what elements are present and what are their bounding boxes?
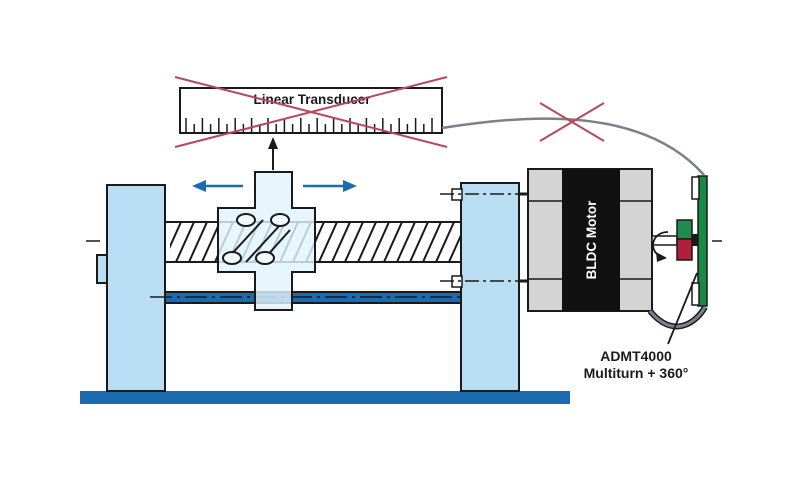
sensor-pcb xyxy=(691,175,708,307)
ball-screw xyxy=(164,221,466,263)
screw-thread xyxy=(383,222,403,262)
screw-thread xyxy=(435,222,455,262)
screw-thread xyxy=(396,222,416,262)
arrow-right-icon xyxy=(303,180,357,192)
transducer-cable xyxy=(441,117,705,176)
screw-thread xyxy=(448,235,460,262)
transducer-label: Linear Transducer xyxy=(253,92,371,107)
screw-thread xyxy=(422,222,442,262)
sensor-label-line2: Multiturn + 360° xyxy=(584,365,689,381)
rotation-arrow-icon xyxy=(652,231,669,262)
screw-thread xyxy=(175,222,195,262)
guide-rail xyxy=(164,291,463,304)
screw-thread xyxy=(170,222,182,249)
arrow-left-icon xyxy=(192,180,243,192)
left-support xyxy=(106,184,166,392)
linear-transducer: Linear Transducer xyxy=(179,87,443,134)
motor-label: BLDC Motor xyxy=(584,200,599,279)
base-plate xyxy=(80,391,570,404)
screw-thread xyxy=(318,222,338,262)
screw-thread xyxy=(188,222,208,262)
magnet xyxy=(676,219,699,261)
ball-nut xyxy=(222,213,291,265)
bldc-motor: BLDC Motor xyxy=(527,168,653,312)
cable-x-cross-icon xyxy=(539,102,605,142)
x-cross-icon xyxy=(174,76,448,148)
right-support xyxy=(460,182,520,392)
screw-thread xyxy=(331,222,351,262)
screw-thread xyxy=(409,222,429,262)
sensor-label-line1: ADMT4000 xyxy=(600,348,672,364)
screw-thread xyxy=(357,222,377,262)
arrow-up-icon xyxy=(268,137,278,170)
screw-thread xyxy=(344,222,364,262)
sensor-leader-line xyxy=(667,272,698,345)
screw-thread xyxy=(370,222,390,262)
carriage xyxy=(217,171,316,311)
